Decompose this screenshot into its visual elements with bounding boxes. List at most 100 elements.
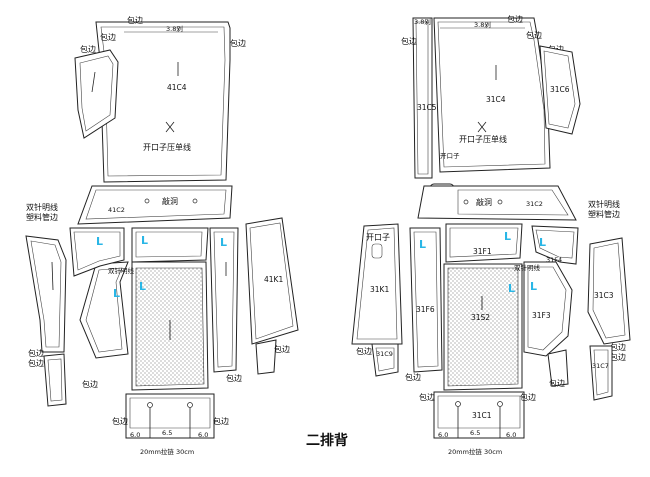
dim-right-3: 6.0 <box>506 431 516 439</box>
panel-31C9: 31C9 <box>371 343 399 377</box>
double-needle-label-left: 双针明线 <box>26 202 58 212</box>
dim-left-3: 6.0 <box>198 431 208 439</box>
blue-l-right-2: L <box>504 230 511 243</box>
plastic-trim-label-right: 塑料管边 <box>588 209 620 219</box>
code-31C9: 31C9 <box>376 350 393 358</box>
blue-l-left-5: L <box>220 236 227 249</box>
panel-left-side-top <box>74 49 119 139</box>
panel-41C4: 41C4 开口子压单线 3.8剁 包边 <box>95 15 231 183</box>
panel-31S2: 31S2 <box>443 263 523 391</box>
left-pattern-set: 41C4 开口子压单线 3.8剁 包边 包边 包边 包边 41C2 敲洞 双针明… <box>25 15 299 456</box>
blue-l-right-5: L <box>539 236 546 249</box>
panel-31C5: 31C5 <box>412 17 437 179</box>
panel-right-tab <box>547 349 569 387</box>
zipper-label-left: 20mm拉链 30cm <box>140 447 194 456</box>
panel-41C2: 41C2 敲洞 <box>77 185 233 225</box>
panel-31K1: 开口子 31K1 <box>351 223 403 345</box>
blue-l-right-3: L <box>508 282 515 295</box>
edge-label-right-5: 包边 <box>356 346 372 356</box>
code-31C6: 31C6 <box>550 85 570 94</box>
panel-left-center: L L 双针明线 <box>79 261 209 391</box>
code-31F4: 31F4 <box>546 256 562 264</box>
panel-31C4: 31C4 开口子压单线 3.8剁 <box>433 17 551 173</box>
open-label-right: 开口子 <box>366 233 390 242</box>
panel-31F1: 31F1 L <box>445 223 523 263</box>
edge-label-right-2: 包边 <box>507 14 523 24</box>
edge-label-left-9: 包边 <box>112 416 128 426</box>
edge-label-right-8: 包边 <box>610 352 626 362</box>
double-needle-small-right: 双针明线 <box>514 263 541 272</box>
panel-left-tab <box>255 339 277 375</box>
code-31F3: 31F3 <box>532 311 551 320</box>
edge-label-right-3: 包边 <box>526 30 542 40</box>
edge-label-left-6: 包边 <box>226 373 242 383</box>
dim-right-2: 6.5 <box>470 429 480 437</box>
edge-label-right-10: 包边 <box>419 392 435 402</box>
code-41C4: 41C4 <box>167 83 187 92</box>
code-31F1: 31F1 <box>473 247 492 256</box>
blue-l-left-1: L <box>113 287 120 300</box>
edge-label-left-8: 包边 <box>82 379 98 389</box>
code-31F6: 31F6 <box>416 305 435 314</box>
plastic-trim-label-left: 塑料管边 <box>26 212 58 222</box>
code-41C2: 41C2 <box>108 206 125 214</box>
zipper-label-right: 20mm拉链 30cm <box>448 447 502 456</box>
edge-label-left-7: 包边 <box>274 344 290 354</box>
code-31S2: 31S2 <box>471 313 490 322</box>
blue-l-left-2: L <box>139 280 146 293</box>
panel-left-l1: L <box>69 227 125 277</box>
edge-label-right-6: 包边 <box>405 372 421 382</box>
panel-31C3: 31C3 <box>587 237 631 345</box>
cut-label-right-1: 3.8剁 <box>414 17 431 26</box>
dim-left-1: 6.0 <box>130 431 140 439</box>
double-needle-label-right: 双针明线 <box>588 199 620 209</box>
edge-label-right-1: 包边 <box>401 36 417 46</box>
panel-left-long <box>25 235 67 353</box>
panel-31F6: L 31F6 <box>409 227 443 373</box>
panel-left-strip: L <box>209 227 239 373</box>
code-31C1: 31C1 <box>472 411 492 420</box>
code-31C7: 31C7 <box>592 362 609 370</box>
open-slit-label-left: 开口子压单线 <box>143 142 191 152</box>
cut-label-left: 3.8剁 <box>166 24 183 33</box>
panel-31F3: 31F3 L L 双针明线 <box>508 261 573 357</box>
punch-label-right: 敲洞 <box>476 197 492 207</box>
edge-label-right-7: 包边 <box>610 342 626 352</box>
code-31K1: 31K1 <box>370 285 389 294</box>
dim-right-1: 6.0 <box>438 431 448 439</box>
panel-left-bottom: 6.0 6.5 6.0 <box>125 393 215 439</box>
blue-l-right-1: L <box>419 238 426 251</box>
dim-left-2: 6.5 <box>162 429 172 437</box>
open-slit-label-right: 开口子压单线 <box>459 134 507 144</box>
edge-label-left-3: 包边 <box>230 38 246 48</box>
edge-label-left-top: 包边 <box>127 15 143 25</box>
diagram-title: 二排背 <box>306 432 348 449</box>
edge-label-left-10: 包边 <box>213 416 229 426</box>
panel-31C1: 31C1 6.0 6.5 6.0 <box>433 391 525 439</box>
blue-l-right-4: L <box>530 280 537 293</box>
right-pattern-set: 31C5 3.8剁 包边 31C4 开口子压单线 3.8剁 包边 包边 包边 3… <box>351 14 631 456</box>
panel-31F4: L 31F4 <box>531 225 579 265</box>
code-31C2: 31C2 <box>526 200 543 208</box>
edge-label-right-9: 包边 <box>549 378 565 388</box>
vertical-open-text: 开口子 <box>440 152 460 160</box>
panel-31C7: 31C7 <box>589 345 613 401</box>
punch-label-left: 敲洞 <box>162 196 178 206</box>
double-needle-small-left: 双针明线 <box>108 266 135 275</box>
edge-label-left-2: 包边 <box>80 44 96 54</box>
cut-label-right-2: 3.8剁 <box>474 20 491 29</box>
code-31C5: 31C5 <box>417 103 437 112</box>
blue-l-left-4: L <box>96 235 103 248</box>
panel-left-top-strip: L <box>131 227 209 263</box>
edge-label-right-11: 包边 <box>520 392 536 402</box>
edge-label-left-1: 包边 <box>100 32 116 42</box>
edge-label-left-5: 包边 <box>28 358 44 368</box>
panel-31C2: 敲洞 31C2 <box>417 185 577 221</box>
edge-label-left-4: 包边 <box>28 348 44 358</box>
blue-l-left-3: L <box>141 234 148 247</box>
code-31C4: 31C4 <box>486 95 506 104</box>
panel-left-lower <box>43 353 67 407</box>
code-41K1: 41K1 <box>264 275 283 284</box>
panel-41K1: 41K1 <box>245 217 299 345</box>
